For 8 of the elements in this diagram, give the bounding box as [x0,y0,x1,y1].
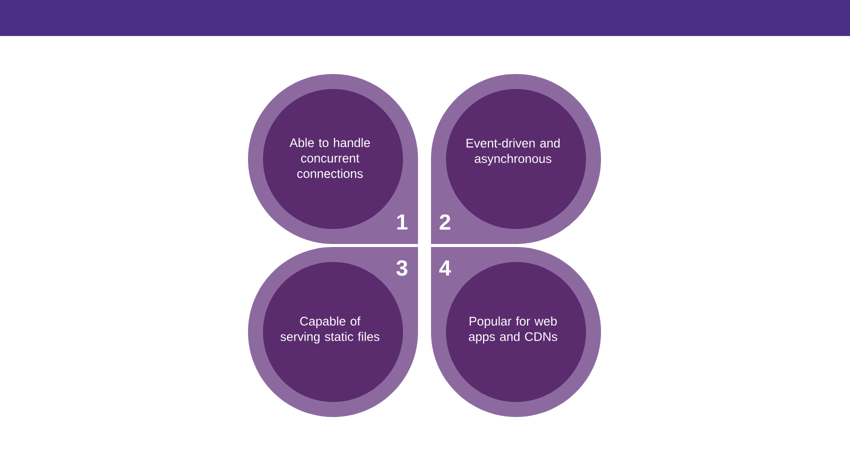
step-number: 3 [396,260,408,276]
teardrop-card: Able to handle concurrent connections 1 [248,74,418,244]
teardrop-card: Popular for web apps and CDNs 4 [431,247,601,417]
step-number: 4 [439,260,451,276]
step-number: 1 [397,214,408,230]
teardrop-card: Event-driven and asynchronous 2 [431,74,601,244]
teardrop-card: Capable of serving static files 3 [248,247,418,417]
step-number: 2 [440,214,450,230]
